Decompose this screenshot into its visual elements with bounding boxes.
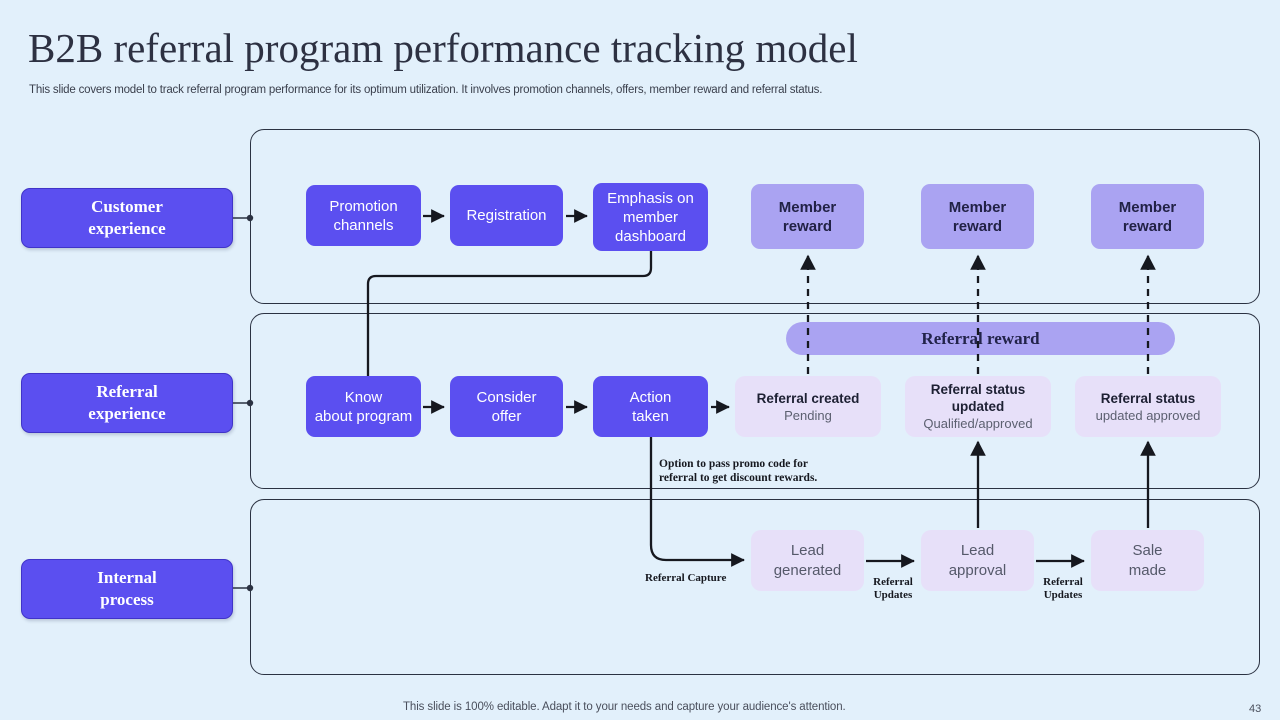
step-line1: Emphasis on (607, 189, 694, 207)
step-line1: Action (629, 388, 672, 406)
step-line2: generated (773, 561, 842, 579)
step-registration[interactable]: Registration (450, 185, 563, 246)
category-label-internal-process[interactable]: Internal process (21, 559, 233, 619)
status-subtitle: updated approved (1095, 407, 1201, 423)
reward-line1: Member (1118, 198, 1177, 216)
category-label-line2: experience (88, 219, 166, 238)
step-line2: member (622, 208, 678, 226)
annotation-line1: Option to pass promo code for (659, 458, 808, 470)
reward-line2: reward (782, 217, 833, 235)
referral-reward-banner[interactable]: Referral reward (786, 322, 1175, 355)
status-subtitle: Qualified/approved (923, 416, 1033, 431)
step-line2: about program (314, 407, 413, 425)
category-label-referral-experience[interactable]: Referral experience (21, 373, 233, 433)
status-subtitle: Pending (784, 407, 832, 423)
reward-line2: reward (1122, 217, 1173, 235)
reward-line1: Member (948, 198, 1007, 216)
step-line1: Registration (466, 207, 547, 224)
member-reward-2[interactable]: Member reward (921, 184, 1034, 249)
step-line1: Lead (960, 541, 995, 559)
referral-reward-label: Referral reward (921, 328, 1040, 348)
category-label-line2: experience (88, 404, 166, 423)
edge-label-line1: Referral (1043, 576, 1083, 588)
step-line2: offer (491, 407, 522, 425)
step-emphasis-member-dashboard[interactable]: Emphasis on member dashboard (593, 183, 708, 251)
status-title: Referral status (1100, 390, 1196, 406)
category-label-line1: Referral (96, 382, 158, 401)
page-title: B2B referral program performance trackin… (28, 25, 858, 71)
step-line1: Promotion (329, 197, 398, 215)
page-number: 43 (1249, 703, 1262, 715)
status-referral-status-updated[interactable]: Referral status updated Qualified/approv… (905, 376, 1051, 437)
annotation-line2: referral to get discount rewards. (659, 472, 818, 484)
edge-label-referral-updates-1: Referral Updates (857, 576, 929, 602)
annotation-promo-code-note: Option to pass promo code for referral t… (659, 457, 899, 485)
category-label-line2: process (100, 590, 154, 609)
step-line1: Lead (790, 541, 825, 559)
member-reward-1[interactable]: Member reward (751, 184, 864, 249)
member-reward-3[interactable]: Member reward (1091, 184, 1204, 249)
category-label-line1: Internal (97, 568, 157, 587)
edge-label-referral-capture: Referral Capture (645, 572, 753, 585)
status-referral-status-approved[interactable]: Referral status updated approved (1075, 376, 1221, 437)
step-line2: channels (333, 216, 394, 234)
step-lead-generated[interactable]: Lead generated (751, 530, 864, 591)
step-lead-approval[interactable]: Lead approval (921, 530, 1034, 591)
step-line1: Consider (476, 388, 537, 406)
step-line3: dashboard (615, 227, 686, 245)
edge-label-line2: Updates (1043, 589, 1083, 601)
reward-line2: reward (952, 217, 1003, 235)
page-subtitle: This slide covers model to track referra… (29, 84, 823, 96)
step-line2: approval (948, 561, 1007, 579)
step-line2: taken (632, 407, 669, 425)
edge-label-line2: Updates (873, 589, 913, 601)
step-line1: Sale (1132, 541, 1163, 559)
status-title: Referral created (756, 390, 860, 406)
edge-label-line1: Referral (873, 576, 913, 588)
step-know-about-program[interactable]: Know about program (306, 376, 421, 437)
step-line1: Know (344, 388, 383, 406)
step-sale-made[interactable]: Sale made (1091, 530, 1204, 591)
category-label-line1: Customer (91, 197, 163, 216)
step-consider-offer[interactable]: Consider offer (450, 376, 563, 437)
edge-label-referral-updates-2: Referral Updates (1027, 576, 1099, 602)
footer-note: This slide is 100% editable. Adapt it to… (403, 701, 846, 713)
category-label-customer-experience[interactable]: Customer experience (21, 188, 233, 248)
step-action-taken[interactable]: Action taken (593, 376, 708, 437)
edge-label-line1: Referral Capture (645, 572, 727, 584)
reward-line1: Member (778, 198, 837, 216)
step-line2: made (1128, 561, 1167, 579)
status-referral-created[interactable]: Referral created Pending (735, 376, 881, 437)
status-title: Referral status updated (930, 382, 1026, 414)
step-promotion-channels[interactable]: Promotion channels (306, 185, 421, 246)
